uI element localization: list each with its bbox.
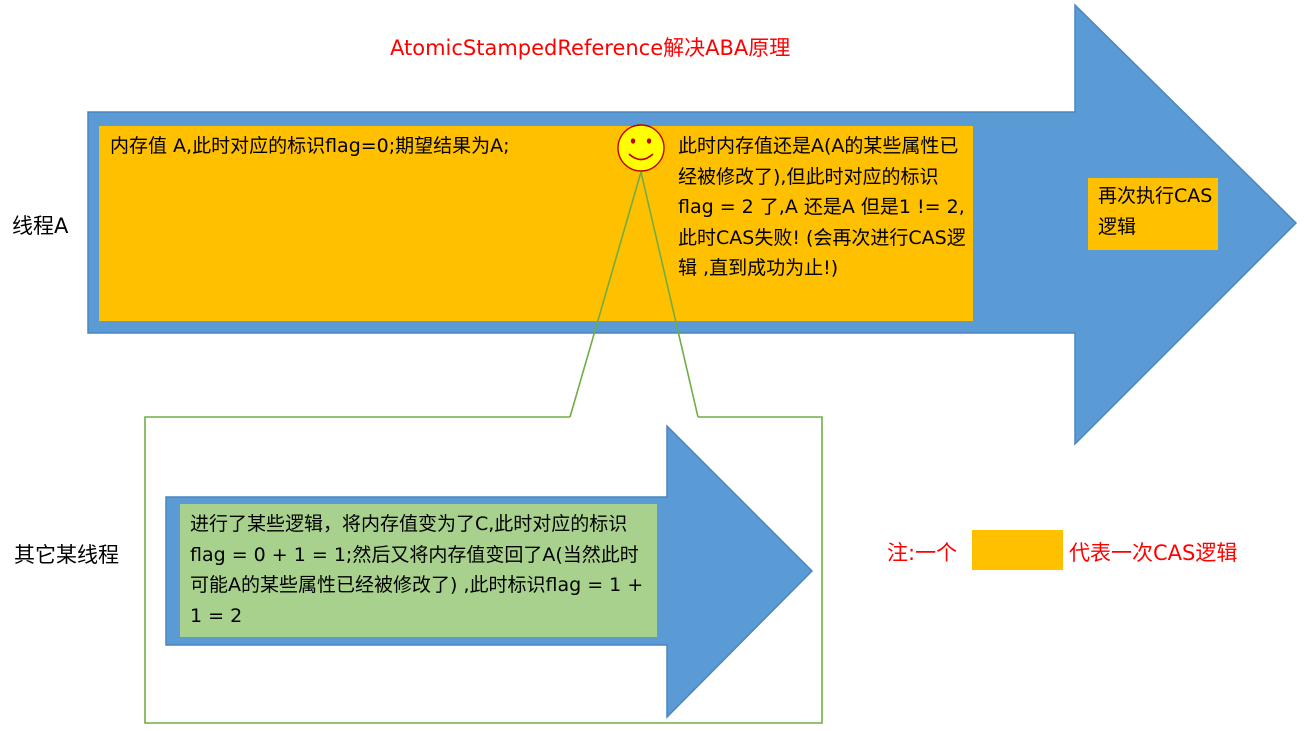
smiley-face-icon [617, 124, 665, 172]
retry-cas-orange-box [1088, 178, 1218, 250]
callout-outline [144, 416, 823, 724]
callout-pointer-left [569, 171, 642, 418]
diagram-title: AtomicStampedReference解决ABA原理 [390, 36, 791, 60]
other-thread-green-box [180, 504, 657, 637]
callout-pointer-right [640, 171, 699, 418]
other-thread-label: 其它某线程 [14, 543, 119, 567]
retry-cas-text: 再次执行CAS逻辑 [1098, 185, 1213, 238]
thread-a-result-text: 此时内存值还是A(A的某些属性已经被修改了),但此时对应的标识flag = 2 … [678, 135, 966, 279]
other-thread-text: 进行了某些逻辑，将内存值变为了C,此时对应的标识flag = 0 + 1 = 1… [190, 513, 644, 627]
note-suffix: 代表一次CAS逻辑 [1069, 541, 1238, 565]
note-orange-swatch [972, 530, 1063, 570]
thread-a-label: 线程A [12, 214, 69, 238]
note-prefix: 注:一个 [887, 541, 958, 565]
thread-a-initial-text: 内存值 A,此时对应的标识flag=0;期望结果为A; [110, 135, 510, 157]
thread-a-orange-box [99, 126, 973, 321]
